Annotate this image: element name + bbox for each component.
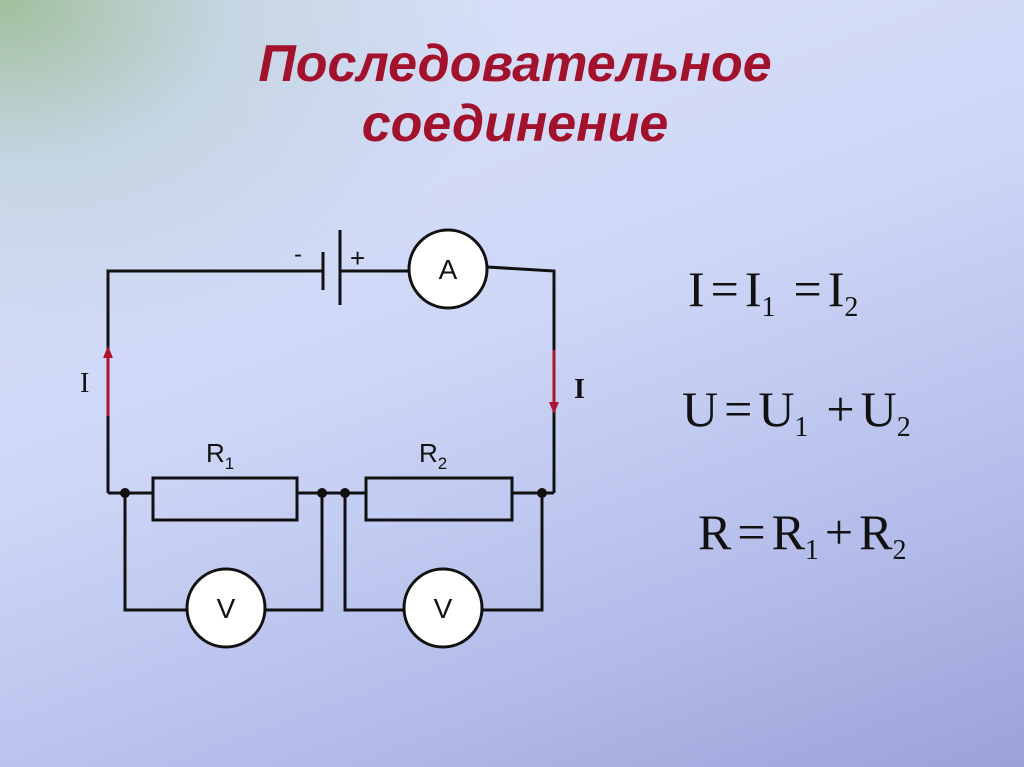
- wire-voltmeter-1: [123, 493, 187, 612]
- formula-voltage-t1-sub: 1: [794, 412, 809, 443]
- formula-current-eq2: =: [793, 261, 822, 317]
- node-left: [120, 488, 130, 498]
- wire-voltmeter-2-right: [482, 493, 544, 612]
- current-label-right: I: [574, 374, 585, 405]
- formula-current-t2-sub: 2: [844, 292, 859, 323]
- r2-label-sub: 2: [438, 454, 447, 473]
- wire-voltmeter-2: [343, 493, 404, 612]
- formula-current-lhs: I: [688, 261, 705, 317]
- formula-current: I=I1=I2: [688, 260, 858, 324]
- formula-resistance-t1: R: [771, 504, 805, 560]
- battery-minus-label: -: [294, 241, 302, 268]
- title-line-1: Последовательное: [258, 35, 772, 93]
- voltmeter-2: [402, 567, 484, 649]
- formula-resistance-lhs: R: [698, 504, 732, 560]
- formula-voltage-t2-sub: 2: [896, 412, 911, 443]
- node-right: [537, 488, 547, 498]
- formula-voltage-t2: U: [860, 381, 897, 437]
- formula-voltage-t1: U: [758, 381, 795, 437]
- wire-voltmeter-1-right: [265, 493, 324, 612]
- formula-resistance-eq: =: [737, 504, 766, 560]
- r1-label: R1: [206, 438, 234, 473]
- wire-top-left: [106, 269, 323, 493]
- formula-current-t2: I: [827, 261, 845, 317]
- node-mid-right: [340, 488, 350, 498]
- current-label-left: I: [80, 368, 89, 399]
- current-arrow-right-head: [549, 402, 559, 414]
- formula-current-t1: I: [744, 261, 762, 317]
- voltmeter-1: [185, 567, 267, 649]
- voltmeter-1-label: V: [217, 593, 236, 624]
- formula-resistance-plus: +: [824, 504, 854, 560]
- battery-plus-label: +: [350, 243, 365, 273]
- ammeter-label: A: [439, 254, 458, 285]
- formula-current-t1-sub: 1: [761, 292, 776, 323]
- formula-voltage-lhs: U: [682, 381, 719, 437]
- formula-voltage-plus: +: [826, 381, 855, 437]
- formula-resistance-t2: R: [859, 504, 893, 560]
- node-mid-left: [317, 488, 327, 498]
- r2-label: R2: [419, 438, 447, 473]
- resistor-r2: [364, 476, 514, 522]
- title-line-2: соединение: [361, 95, 669, 153]
- ammeter: [407, 228, 489, 310]
- r1-label-sub: 1: [225, 454, 234, 473]
- r1-label-base: R: [206, 438, 225, 468]
- r2-label-base: R: [419, 438, 438, 468]
- voltmeter-2-label: V: [434, 593, 453, 624]
- formula-resistance-t2-sub: 2: [892, 535, 907, 566]
- formula-resistance: R=R1+R2: [698, 503, 906, 567]
- formula-voltage-eq: =: [724, 381, 753, 437]
- current-arrow-left-head: [103, 346, 113, 358]
- formula-resistance-t1-sub: 1: [804, 535, 819, 566]
- formula-current-eq1: =: [710, 261, 739, 317]
- slide-title: Последовательное соединение: [0, 34, 1024, 154]
- formula-voltage: U=U1+U2: [682, 380, 911, 444]
- resistor-r1: [151, 476, 299, 522]
- wire-top-right: [486, 265, 556, 493]
